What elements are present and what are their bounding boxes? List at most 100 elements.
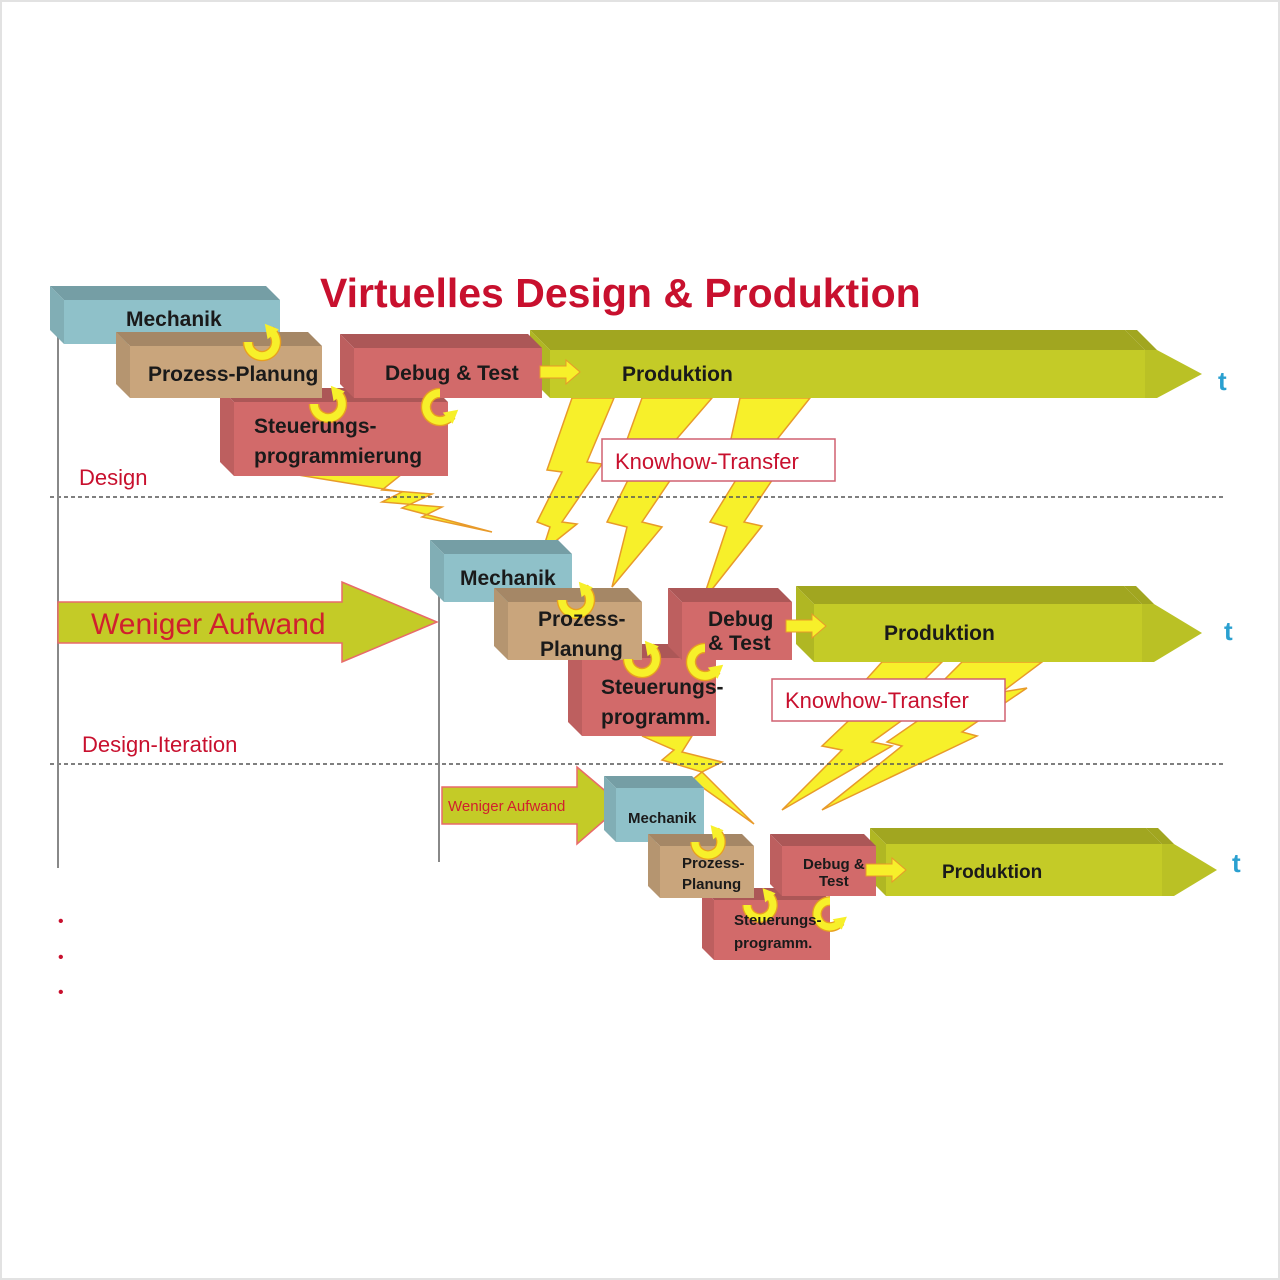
box-top-face <box>604 776 704 788</box>
weniger-aufwand-label-small: Weniger Aufwand <box>448 798 565 815</box>
row2-debug-label-2: & Test <box>708 632 771 655</box>
row3-mechanik-label: Mechanik <box>628 810 697 827</box>
box-side-face <box>494 588 508 660</box>
knowhow-transfer-box-1 <box>601 438 836 482</box>
cycle-arrow-head <box>832 916 847 930</box>
transfer-arrow-icon <box>865 856 907 884</box>
debug-box-3 <box>770 834 876 896</box>
row3-prozess-label-1: Prozess- <box>682 855 745 872</box>
row3-steuerung-label-1: Steuerungs- <box>734 912 822 929</box>
box-front-face <box>354 348 542 398</box>
cycle-arrow-icon <box>690 825 726 860</box>
mechanik-box-3 <box>604 776 704 842</box>
arrow-head-top <box>1124 586 1154 604</box>
row2-steuerung-label-2: programm. <box>601 706 711 729</box>
box-side-face <box>220 388 234 476</box>
row1-steuerung-label-1: Steuerungs- <box>254 415 377 438</box>
transfer-arrow-icon <box>539 358 581 386</box>
box-side-face <box>648 834 660 898</box>
knowhow-transfer-box-2 <box>771 678 1006 722</box>
row2-time-label: t <box>1224 616 1233 646</box>
cycle-arrow-icon <box>812 896 847 932</box>
box-side-face <box>568 644 582 736</box>
row1-prozess-label: Prozess-Planung <box>148 363 318 386</box>
row3-debug-label-2: Test <box>819 873 849 890</box>
arrow-head-top <box>1125 330 1157 350</box>
box-side-face <box>340 334 354 398</box>
cycle-arrow-icon <box>622 640 662 679</box>
cycle-arrow-head <box>578 581 593 598</box>
diagram-title: Virtuelles Design & Produktion <box>320 270 921 316</box>
box-front-face <box>660 846 754 898</box>
row1-time-label: t <box>1218 366 1227 396</box>
prozess-box-3 <box>648 834 754 898</box>
cycle-arrow-head <box>707 664 724 679</box>
box-side-face <box>604 776 616 842</box>
row3-produktion-label: Produktion <box>942 862 1042 883</box>
box-front-face <box>682 602 792 660</box>
box-front-face <box>550 350 1145 398</box>
cycle-arrow-icon <box>556 581 596 620</box>
prozess-box-1 <box>116 332 322 398</box>
box-front-face <box>886 844 1162 896</box>
lightning-bolt <box>535 397 616 555</box>
box-front-face <box>234 402 448 476</box>
row3-time-label: t <box>1232 848 1241 878</box>
cycle-arrow-head <box>330 385 345 402</box>
row2-prozess-label-1: Prozess- <box>538 608 626 631</box>
box-top-face <box>530 330 1145 350</box>
phase-label-design-iteration: Design-Iteration <box>82 732 237 757</box>
box-top-face <box>668 588 792 602</box>
row2-prozess-label-2: Planung <box>540 638 623 661</box>
row1-debug-label: Debug & Test <box>385 362 519 385</box>
row3-debug-label-1: Debug & <box>803 856 865 873</box>
box-front-face <box>714 900 830 960</box>
box-top-face <box>116 332 322 346</box>
produktion-bar-2 <box>796 586 1202 662</box>
arrow-head <box>1142 604 1202 662</box>
box-side-face <box>430 540 444 602</box>
knowhow-transfer-label-2: Knowhow-Transfer <box>785 688 969 713</box>
row1-produktion-label: Produktion <box>622 363 733 386</box>
bullet: • <box>58 984 64 1001</box>
phase-label-design: Design <box>79 465 147 490</box>
prozess-box-2 <box>494 588 642 660</box>
box-side-face <box>668 588 682 660</box>
debug-box-2 <box>668 588 792 660</box>
cycle-arrow-head <box>762 888 776 903</box>
box-front-face <box>508 602 642 660</box>
box-top-face <box>648 834 754 846</box>
box-side-face <box>50 286 64 344</box>
row1-mechanik-label: Mechanik <box>126 308 222 331</box>
weniger-aufwand-arrow <box>57 580 439 664</box>
row2-mechanik-label: Mechanik <box>460 567 556 590</box>
cycle-arrow-head <box>264 323 279 340</box>
cycle-arrow-head <box>442 409 459 424</box>
debug-box-1 <box>340 334 542 398</box>
box-front-face <box>130 346 322 398</box>
arrow-head <box>1162 844 1217 896</box>
box-top-face <box>796 586 1142 604</box>
box-top-face <box>340 334 542 348</box>
row3-prozess-label-2: Planung <box>682 876 741 893</box>
transfer-arrow-icon <box>785 612 827 640</box>
cycle-arrow-icon <box>685 642 724 682</box>
row3-steuerung-label-2: programm. <box>734 935 812 952</box>
bullet: • <box>58 949 64 966</box>
cycle-arrow-icon <box>308 385 348 424</box>
arrow-head <box>1145 350 1202 398</box>
box-side-face <box>702 888 714 960</box>
lightning-bolt <box>701 397 812 603</box>
lightning-bolt <box>291 473 493 533</box>
box-side-face <box>770 834 782 896</box>
arrow-head-top <box>1146 828 1174 844</box>
box-top-face <box>770 834 876 846</box>
box-top-face <box>870 828 1162 844</box>
row2-debug-label-1: Debug <box>708 608 773 631</box>
produktion-bar-3 <box>870 828 1217 896</box>
box-front-face <box>616 788 704 842</box>
box-top-face <box>494 588 642 602</box>
row2-produktion-label: Produktion <box>884 622 995 645</box>
